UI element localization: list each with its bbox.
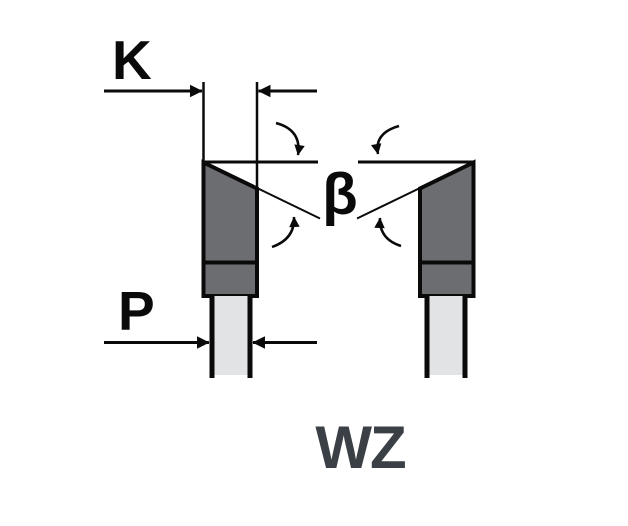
- k-dimension: [104, 82, 317, 188]
- curved-arrow-upper-left-icon: [275, 121, 305, 156]
- right-bevel-extension-line: [356, 187, 421, 220]
- right-tooth: [418, 159, 476, 298]
- bevel-angle-label: β: [322, 162, 358, 227]
- bevel-angle-lines: [256, 187, 421, 220]
- curved-arrow-lower-left-icon: [271, 216, 300, 249]
- kerf-width-label: K: [112, 29, 152, 91]
- left-shank-body: [210, 296, 252, 375]
- left-bevel-extension-line: [256, 187, 321, 220]
- right-tooth-body: [418, 159, 476, 298]
- curved-arrow-lower-right-icon: [374, 217, 402, 248]
- left-tooth: [201, 159, 259, 298]
- tooth-type-label: WZ: [315, 414, 406, 481]
- curved-arrow-upper-right-icon: [370, 124, 400, 155]
- right-shank: [424, 296, 468, 378]
- plate-thickness-label: P: [118, 280, 155, 342]
- right-shank-body: [425, 296, 467, 375]
- left-tooth-body: [201, 159, 259, 298]
- beta-angle-arrows: [271, 121, 402, 249]
- left-shank: [209, 296, 253, 378]
